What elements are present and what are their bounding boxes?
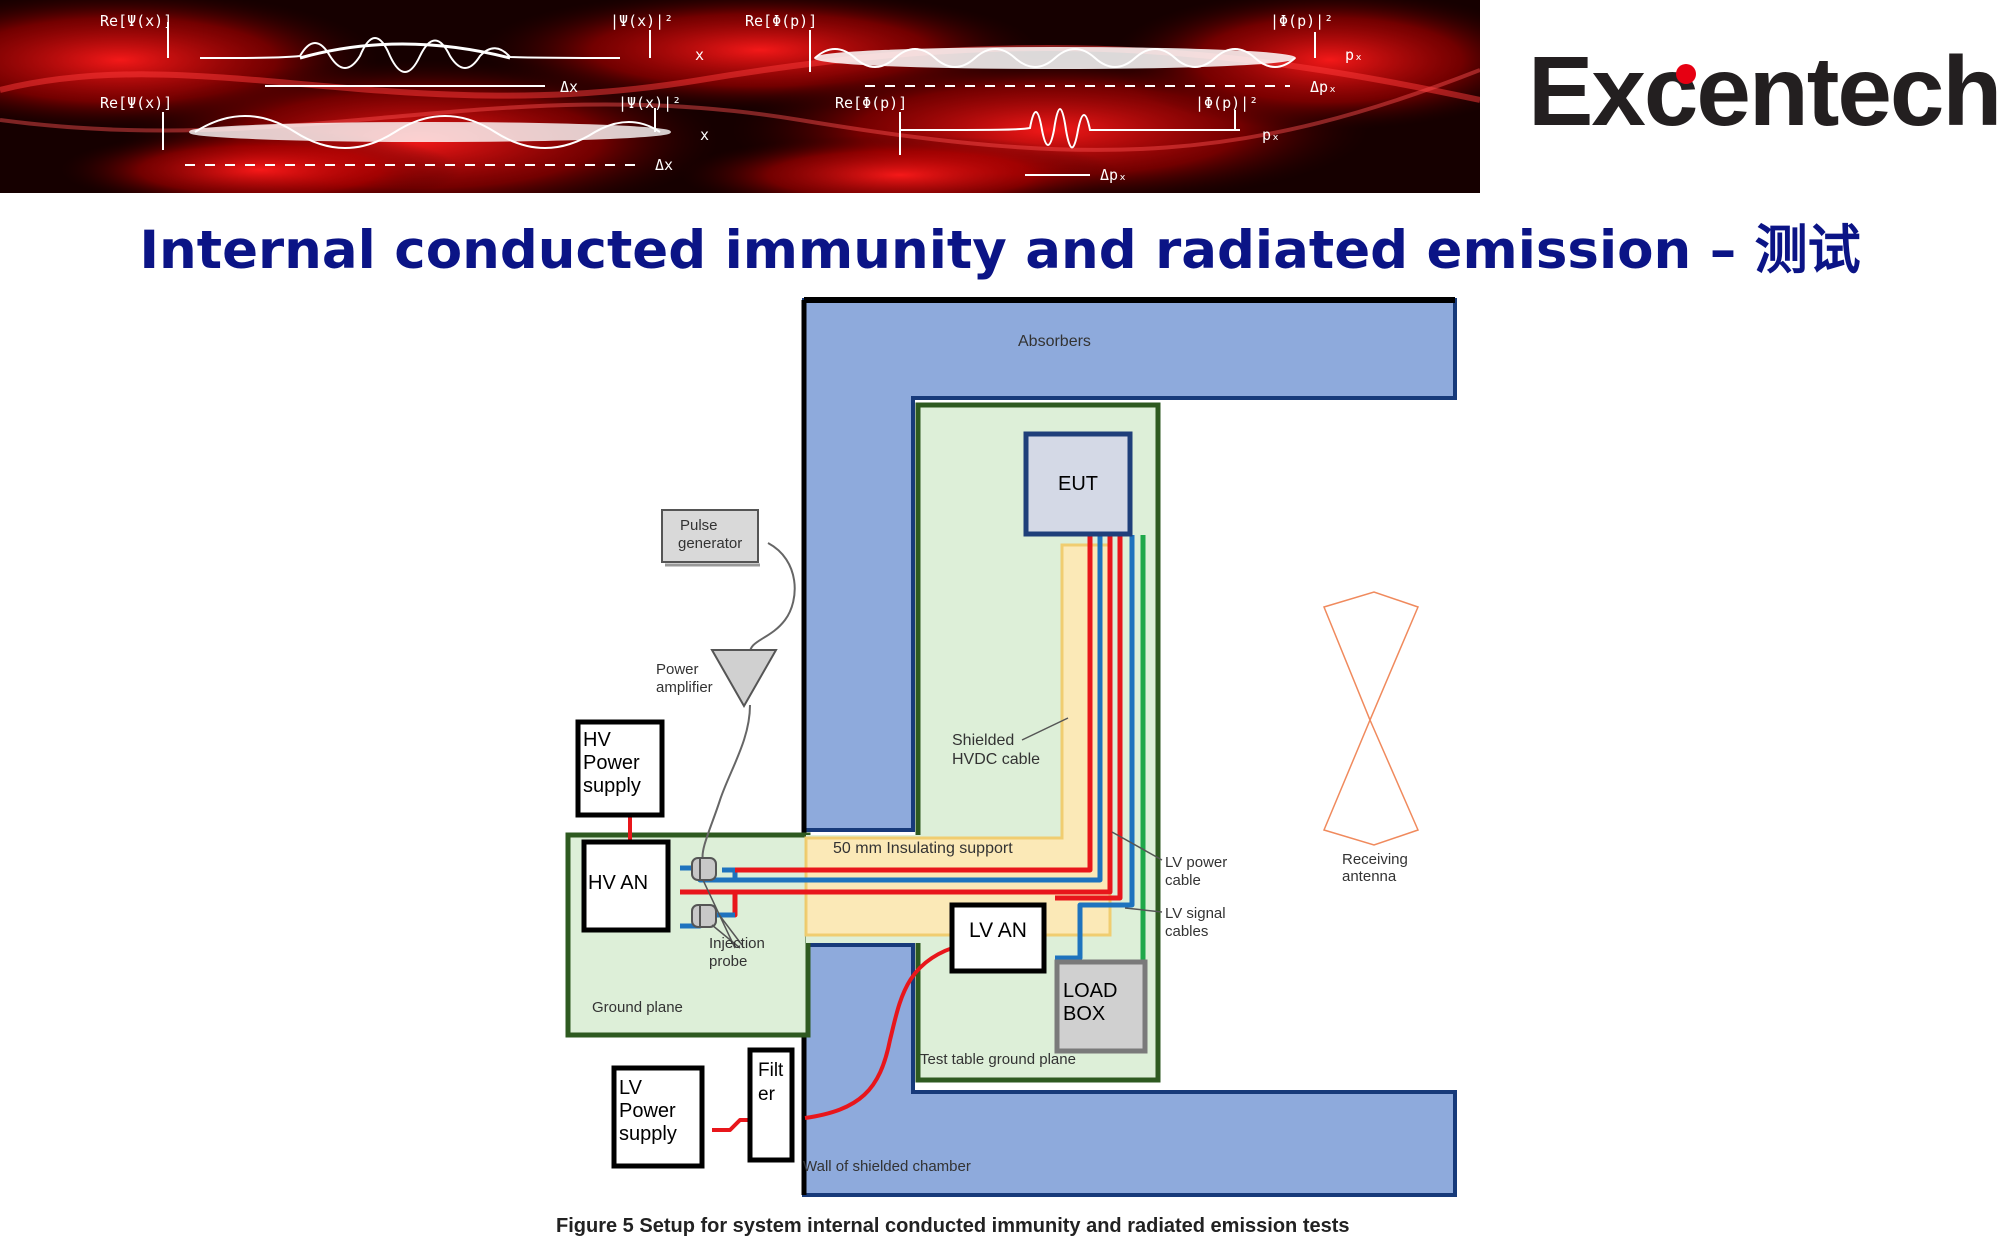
slide-title: Internal conducted immunity and radiated… (139, 220, 1861, 281)
ground-plane-label: Ground plane (592, 999, 683, 1016)
lv-power-cable (1055, 535, 1123, 901)
amplifier-cable (701, 704, 751, 861)
lv-power-supply-box (611, 1065, 705, 1169)
shielded-cable-label-1: Shielded (952, 732, 1014, 749)
injection-probe-lower (691, 904, 717, 928)
hv-an-label: HV AN (588, 872, 648, 894)
injection-probe-upper (691, 857, 717, 881)
power-amplifier-symbol (710, 649, 778, 709)
power-amplifier-label-1: Power (656, 661, 699, 678)
figure-caption: Figure 5 Setup for system internal condu… (556, 1215, 1350, 1237)
lv-power-supply-label-3: supply (619, 1123, 677, 1145)
shielded-chamber-wall-label: Wall of shielded chamber (803, 1158, 971, 1175)
banner-formula-label: |Φ(p)|² (1195, 94, 1258, 112)
banner-axis-label: Δx (655, 156, 673, 174)
lv-signal-cables-pointer (1124, 907, 1163, 913)
load-box-label-line1: LOAD (1063, 980, 1117, 1002)
shielded-hvdc-cable (868, 535, 1093, 873)
banner-axis-label: x (695, 46, 704, 64)
pulse-generator-label-1: Pulse (680, 517, 718, 534)
lv-an-cable (804, 943, 963, 1120)
header-banner: Re[Ψ(x)] |Ψ(x)|² Re[Φ(p)] |Φ(p)|² Re[Ψ(x… (0, 0, 1480, 193)
power-amplifier-label-2: amplifier (656, 679, 713, 696)
banner-formulas: Re[Ψ(x)] |Ψ(x)|² Re[Φ(p)] |Φ(p)|² Re[Ψ(x… (100, 12, 1363, 184)
hv-power-supply-box (575, 719, 665, 818)
lv-power-supply-label-2: Power (619, 1100, 676, 1122)
eut-label: EUT (1058, 473, 1098, 495)
test-table-label: Test table ground plane (920, 1051, 1076, 1068)
hv-power-supply-label-2: Power (583, 752, 640, 774)
receiving-antenna-label-2: antenna (1342, 868, 1397, 885)
banner-axis-label: Δpₓ (1100, 166, 1127, 184)
logo-text-end: entech (1696, 36, 2000, 146)
hv-power-supply-label-3: supply (583, 775, 641, 797)
eut-box (1023, 431, 1133, 537)
load-box-label-line2: BOX (1063, 1003, 1105, 1025)
receiving-antenna-label-1: Receiving (1342, 851, 1408, 868)
banner-axis-label: pₓ (1345, 46, 1363, 64)
absorbers-label: Absorbers (1018, 333, 1091, 350)
pulse-generator-label-2: generator (678, 535, 742, 552)
hv-power-supply-label-1: HV (583, 729, 611, 751)
banner-axis-label: Δx (560, 78, 578, 96)
injection-probe-label-1: Injection (709, 935, 765, 952)
hv-an-box (581, 839, 671, 933)
filter-box (747, 1047, 795, 1163)
lv-signal-cables-label-1: LV signal (1165, 905, 1226, 922)
shielded-cable-pointer (1021, 717, 1069, 741)
lv-signal-cables-label-2: cables (1165, 923, 1208, 940)
shielded-cable-label-2: HVDC cable (952, 751, 1040, 768)
load-box (1054, 959, 1148, 1054)
banner-formula-label: |Ψ(x)|² (610, 12, 673, 30)
filter-label-1: Filt (758, 1060, 784, 1081)
banner-formula-label: Re[Ψ(x)] (100, 94, 172, 112)
wave-packet-top-left (199, 37, 621, 73)
banner-axis-label: x (700, 126, 709, 144)
banner-formula-label: Re[Φ(p)] (745, 12, 817, 30)
banner-formula-label: |Ψ(x)|² (618, 94, 681, 112)
insulating-support-label: 50 mm Insulating support (833, 840, 1013, 857)
wave-packet-bottom-right (899, 108, 1240, 149)
banner-formula-label: Re[Φ(p)] (835, 94, 907, 112)
receiving-antenna-symbol (1322, 591, 1420, 846)
banner-axis-label: pₓ (1262, 126, 1280, 144)
pulse-cable (748, 542, 796, 656)
pulse-generator-box (661, 509, 759, 563)
lv-an-box (949, 902, 1047, 974)
logo-text-start: Ex (1528, 36, 1646, 146)
injection-probe-label-2: probe (709, 953, 747, 970)
smoke-texture (0, 0, 1480, 193)
lv-signal-cable (1055, 535, 1135, 961)
banner-axis-label: Δpₓ (1310, 78, 1337, 96)
lv-power-cable-pointer (1111, 831, 1163, 861)
injection-probe-group (691, 857, 717, 928)
lv-power-cable-label-1: LV power (1165, 854, 1227, 871)
lv-an-label: LV AN (969, 919, 1027, 942)
probe-pointers (702, 879, 743, 949)
logo-red-dot (1675, 64, 1696, 84)
lv-power-supply-label-1: LV (619, 1077, 643, 1099)
banner-formula-label: |Φ(p)|² (1270, 12, 1333, 30)
wave-banner-image: Re[Ψ(x)] |Ψ(x)|² Re[Φ(p)] |Φ(p)|² Re[Ψ(x… (0, 0, 1480, 193)
logo-letter-c: c (1643, 36, 1698, 146)
filter-label-2: er (758, 1084, 776, 1105)
lv-power-cable-label-2: cable (1165, 872, 1201, 889)
banner-formula-label: Re[Ψ(x)] (100, 12, 172, 30)
